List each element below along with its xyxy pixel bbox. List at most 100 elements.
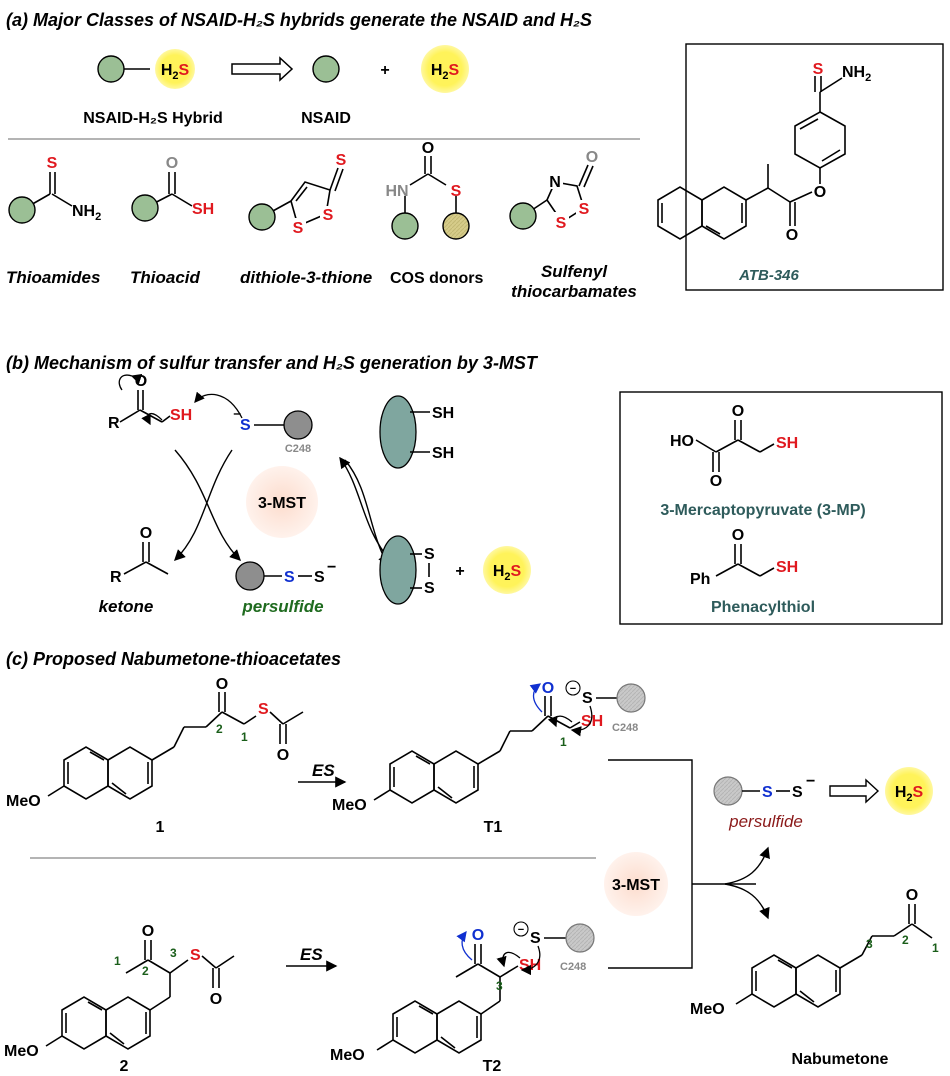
svg-text:S: S: [530, 930, 541, 947]
svg-text:S: S: [579, 201, 590, 218]
compound-1-label: 1: [156, 819, 165, 836]
svg-text:SH: SH: [170, 407, 192, 424]
svg-text:O: O: [210, 991, 222, 1008]
class-label-thioacid: Thioacid: [130, 268, 201, 287]
enzyme-glow: [604, 852, 668, 916]
svg-text:O: O: [422, 140, 434, 157]
section-b-title: (b) Mechanism of sulfur transfer and H₂S…: [6, 353, 539, 373]
svg-text:O: O: [277, 747, 289, 764]
svg-text:R: R: [110, 569, 122, 586]
compound-2-label: 2: [120, 1058, 129, 1075]
mp-label: 3-Mercaptopyruvate (3-MP): [660, 502, 865, 519]
es-label: ES: [312, 761, 335, 780]
svg-text:N: N: [549, 174, 561, 191]
svg-text:NH2: NH2: [72, 203, 101, 223]
curved-arrow: [339, 456, 391, 561]
svg-text:O: O: [142, 923, 154, 940]
h2s-product: H2S: [493, 563, 522, 583]
persulfide-label: persulfide: [728, 812, 803, 831]
mp-structure: HO O O SH: [670, 403, 798, 490]
svg-text:S: S: [323, 207, 334, 224]
reaction-arrow-icon: [231, 56, 294, 82]
svg-text:O: O: [814, 184, 826, 201]
t2-label: T2: [483, 1058, 502, 1075]
atb-346-box: [685, 43, 944, 291]
svg-text:Ph: Ph: [690, 571, 710, 588]
class-label-dithiolethione: dithiole-3-thione: [240, 268, 372, 287]
svg-text:O: O: [140, 525, 152, 542]
nabumetone-label: Nabumetone: [792, 1051, 889, 1068]
t1-label: T1: [484, 819, 503, 836]
persulfide-structure: S S −: [235, 559, 336, 591]
svg-text:O: O: [166, 155, 178, 172]
t1-structure: MeO O SH 1 − S C248: [332, 680, 646, 814]
svg-text:MeO: MeO: [6, 793, 41, 810]
svg-text:−: −: [518, 924, 524, 936]
svg-text:MeO: MeO: [332, 797, 367, 814]
svg-text:−: −: [327, 559, 336, 576]
mp-substrate-structure: R O SH: [108, 373, 192, 432]
curved-arrow: [724, 846, 770, 885]
svg-text:NH2: NH2: [842, 64, 871, 84]
svg-text:O: O: [542, 680, 554, 697]
svg-text:O: O: [710, 473, 722, 490]
svg-text:1: 1: [114, 954, 121, 968]
nsaid-h2s-hybrid: H2S: [97, 49, 195, 89]
svg-text:MeO: MeO: [4, 1043, 39, 1060]
curved-arrow: [724, 883, 770, 920]
h2s-glow: [483, 546, 531, 594]
curved-arrow: [174, 449, 233, 561]
svg-text:HO: HO: [670, 433, 694, 450]
es-label: ES: [300, 945, 323, 964]
dithiolethione-structure: S S S: [248, 152, 347, 237]
svg-text:MeO: MeO: [330, 1047, 365, 1064]
persulfide-label: persulfide: [241, 597, 323, 616]
svg-text:O: O: [732, 527, 744, 544]
svg-text:O: O: [472, 927, 484, 944]
ketone-label: ketone: [99, 597, 154, 616]
svg-text:S: S: [190, 947, 201, 964]
cos-donor-structure: HN O S: [385, 140, 470, 240]
nsaid-ball: [312, 55, 340, 83]
svg-text:S: S: [336, 152, 347, 169]
svg-text:SH: SH: [432, 405, 454, 422]
disulfide-protein: S S: [379, 535, 435, 605]
enzyme-thiolate: S ⁻ C248: [194, 391, 313, 455]
enzyme-glow: [246, 466, 318, 538]
svg-text:−: −: [570, 683, 576, 695]
sulfenyl-thiocarbamate-structure: N S S O: [509, 149, 598, 232]
phenacylthiol-structure: Ph O SH: [690, 527, 798, 588]
h2s-product: H2S: [895, 784, 924, 804]
atb-346-methoxy: [650, 180, 684, 250]
h2s-glow: [155, 49, 195, 89]
thioacid-structure: O SH: [131, 155, 214, 222]
svg-text:S: S: [240, 417, 251, 434]
substrates-box: [619, 391, 943, 625]
svg-text:1: 1: [241, 730, 248, 744]
svg-text:O: O: [216, 676, 228, 693]
compound-2-structure: MeO O S O 1 2 3: [4, 923, 235, 1060]
svg-text:C248: C248: [560, 961, 586, 973]
svg-text:−: −: [806, 773, 815, 790]
svg-text:H2S: H2S: [161, 62, 190, 82]
atb-346-label: ATB-346: [738, 267, 799, 284]
svg-text:MeO: MeO: [690, 1001, 725, 1018]
class-label-sulfenyl: Sulfenyl: [541, 262, 608, 281]
svg-text:SH: SH: [776, 559, 798, 576]
class-label-thiocarbamates: thiocarbamates: [511, 282, 637, 301]
svg-text:C248: C248: [285, 443, 311, 455]
bracket: [608, 759, 693, 969]
svg-text:SH: SH: [776, 435, 798, 452]
svg-text:S: S: [813, 61, 824, 78]
svg-text:⁻: ⁻: [233, 409, 241, 426]
plus-sign: +: [380, 62, 389, 79]
svg-text:S: S: [424, 580, 435, 597]
atb-346-structure: S NH2 O O O: [657, 61, 871, 244]
nsaid-ball: [97, 55, 125, 83]
svg-text:3: 3: [496, 979, 503, 993]
curved-arrow: [174, 449, 241, 561]
enzyme-label: 3-MST: [612, 877, 660, 894]
plus-sign: +: [455, 563, 464, 580]
svg-text:S: S: [451, 183, 462, 200]
svg-text:1: 1: [932, 941, 939, 955]
